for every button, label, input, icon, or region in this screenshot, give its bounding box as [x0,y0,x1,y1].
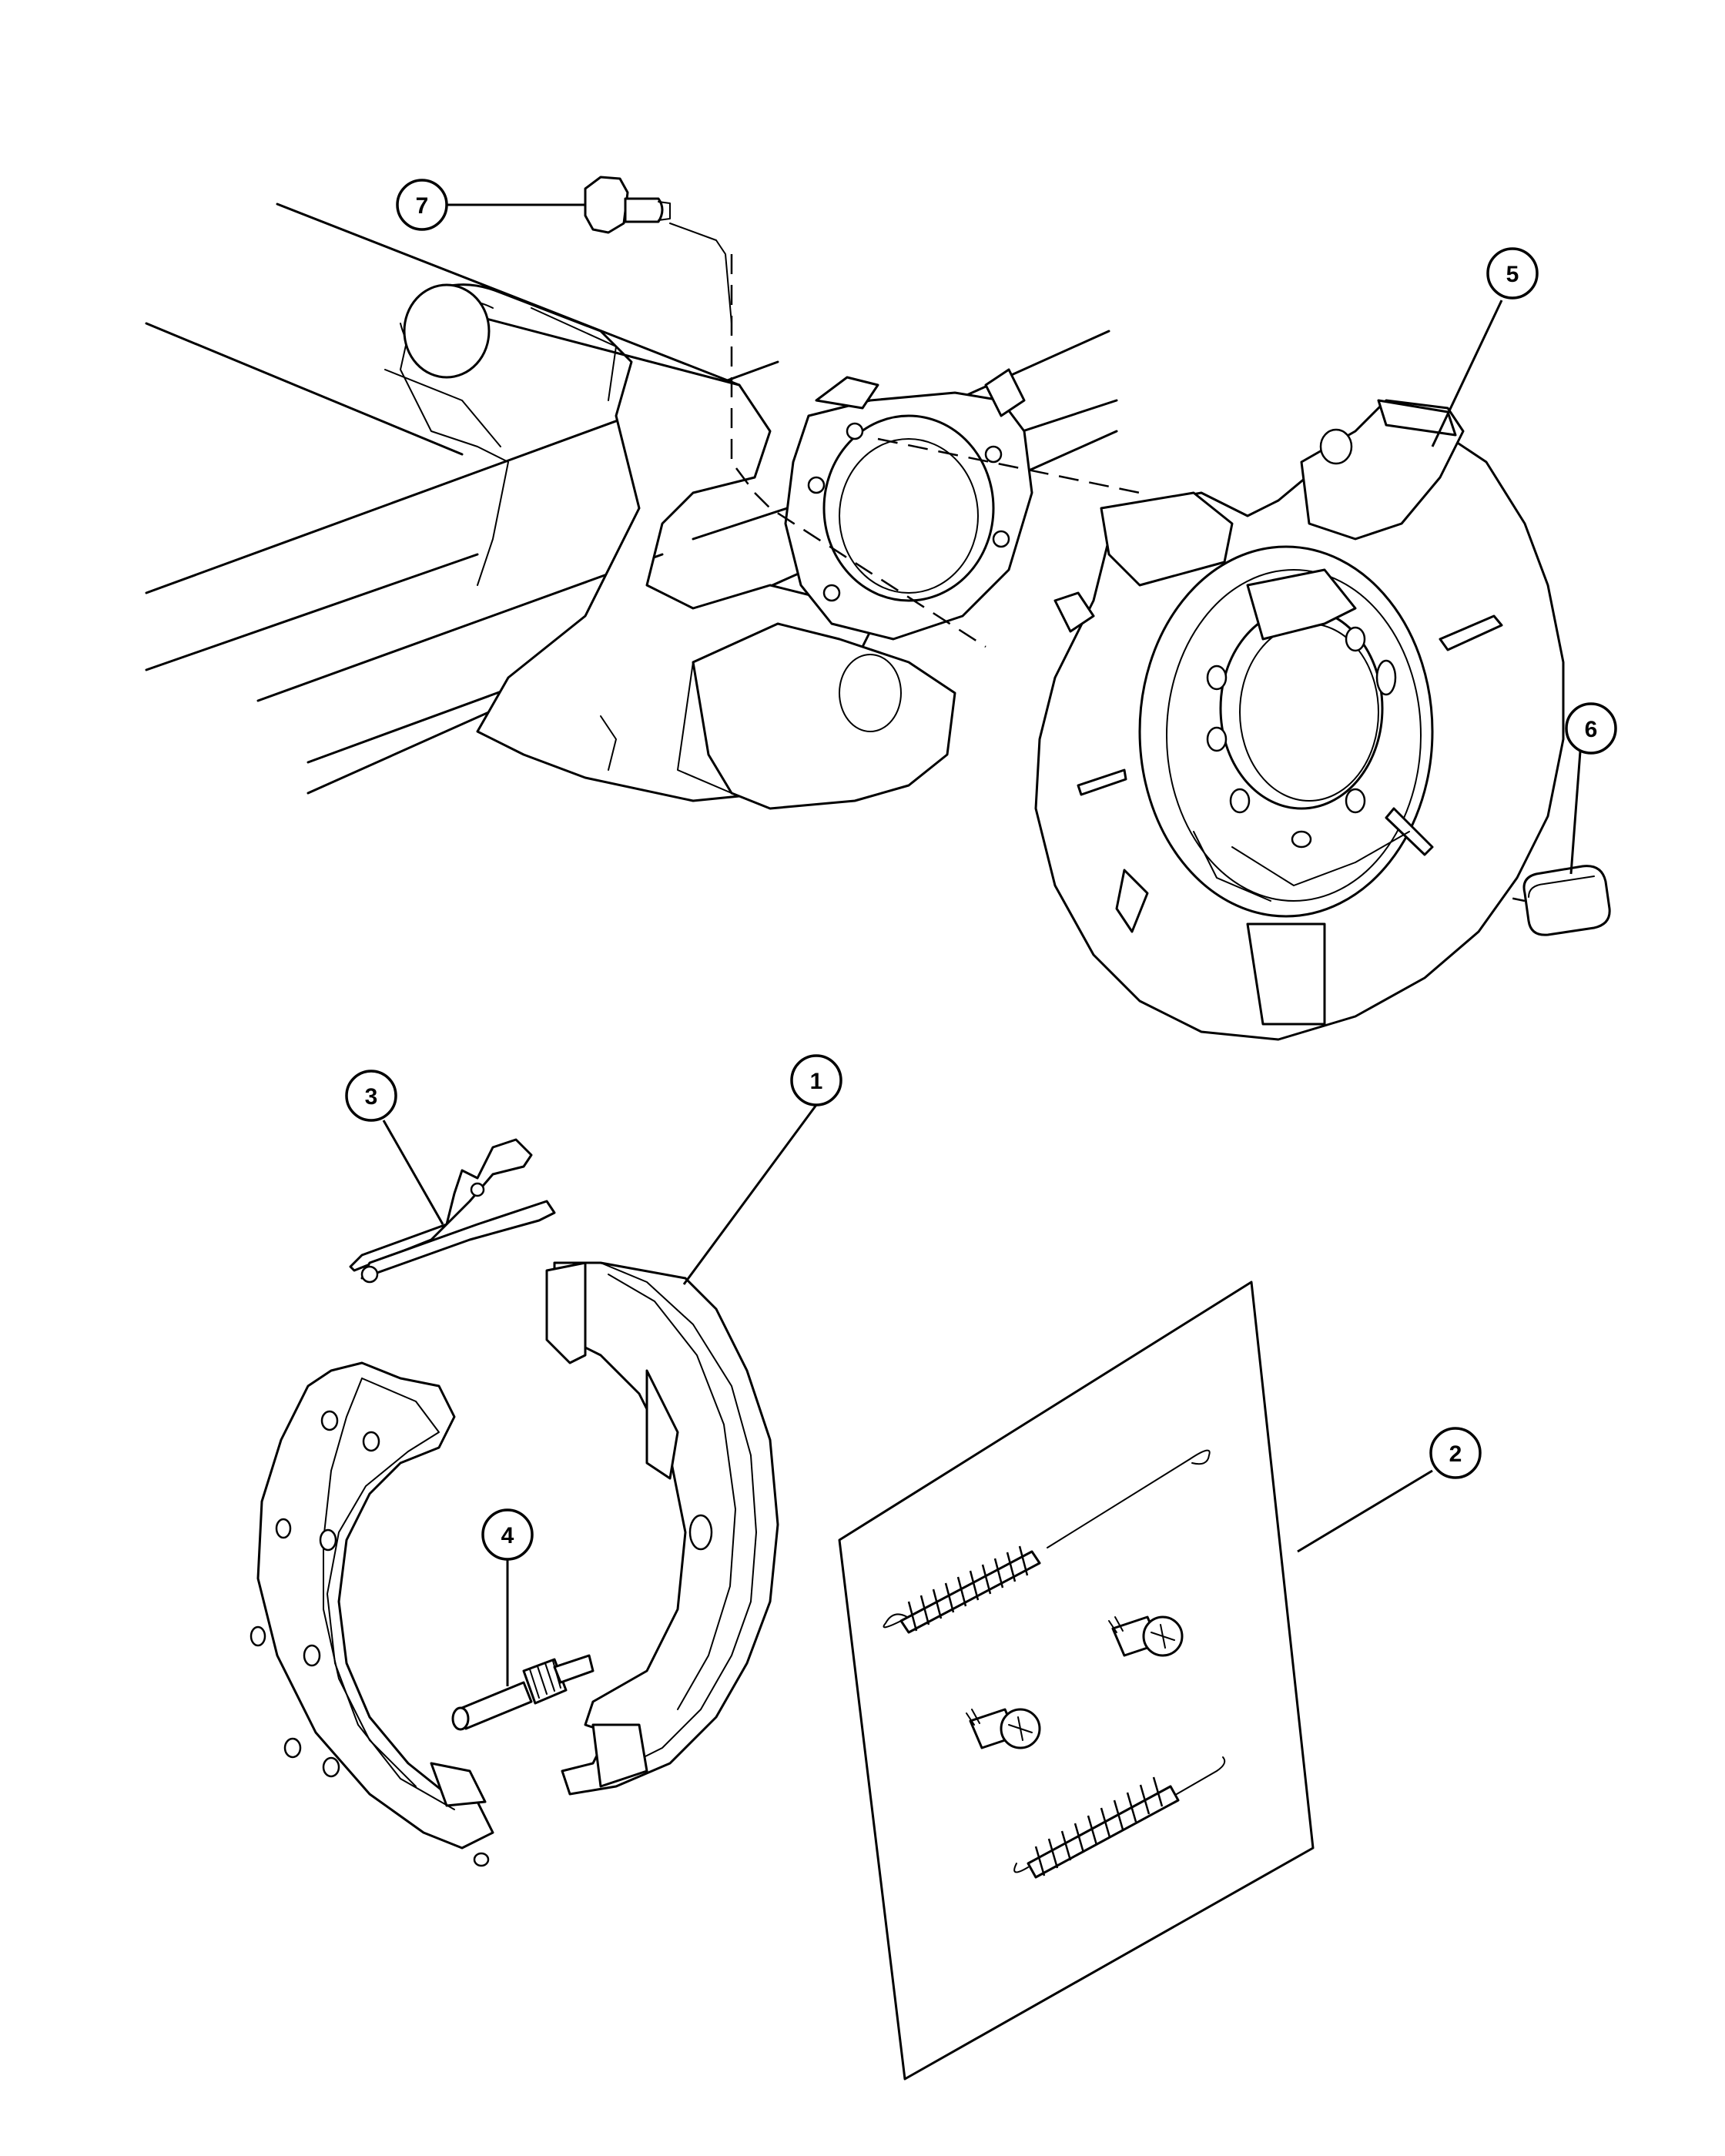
callout-5-label: 5 [1506,262,1519,287]
callout-3-label: 3 [365,1084,378,1110]
alignment-line-axle [877,437,1141,494]
hardware-kit-part-2 [838,1281,1315,2081]
plug-part-6 [1522,865,1611,936]
backing-plate-part-5 [1034,399,1565,1041]
leader-3 [382,1120,444,1225]
callout-2: 2 [1429,1427,1482,1479]
leader-6 [1569,751,1582,875]
callout-6: 6 [1565,702,1617,755]
callout-1-label: 1 [810,1069,823,1094]
leader-2 [1297,1469,1433,1553]
callout-7-label: 7 [416,193,429,219]
callout-4: 4 [481,1508,534,1561]
leader-1 [682,1104,818,1285]
bolt-part-7 [584,176,732,324]
callout-2-label: 2 [1449,1441,1462,1467]
callout-6-label: 6 [1585,717,1598,742]
brake-shoe-part-1 [545,1261,779,1796]
leader-5 [1431,300,1503,447]
axle-housing [145,203,1118,810]
brake-shoe-lined [250,1361,494,1867]
callout-5: 5 [1486,247,1539,300]
alignment-line-bolt [730,254,986,648]
callout-4-label: 4 [501,1523,514,1548]
callout-7: 7 [396,179,448,231]
lever-part-3 [349,1138,556,1284]
adjuster-part-4 [451,1654,595,1731]
callout-1: 1 [790,1054,842,1106]
callout-3: 3 [345,1070,397,1122]
